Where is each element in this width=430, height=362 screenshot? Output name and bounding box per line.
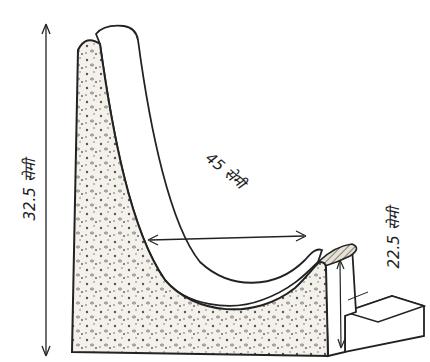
dimension-label: 32.5 सेमी (18, 157, 38, 222)
dimension-label: 45 सेमी (200, 146, 252, 194)
dimension-label: 22.5 सेमी (382, 205, 402, 270)
